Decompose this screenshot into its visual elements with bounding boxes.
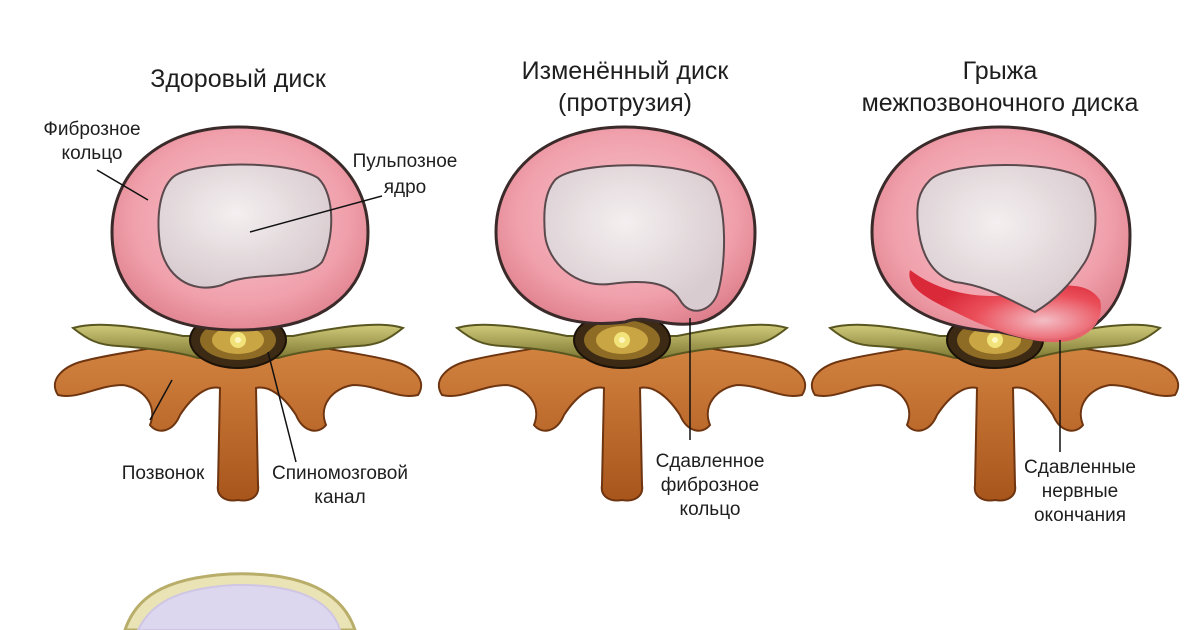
- partial-disc-bottom: [123, 572, 357, 630]
- nucleus-protrusion: [543, 164, 726, 312]
- label-fibrous-ring-line2: кольцо: [61, 143, 123, 164]
- label-compressed-ring-line1: Сдавленное: [655, 451, 765, 472]
- label-nucleus-line2: ядро: [383, 177, 427, 198]
- label-compressed-nerves-line1: Сдавленные: [1024, 457, 1136, 478]
- title-protrusion-line2: (протрузия): [558, 89, 692, 117]
- label-compressed-ring-line2: фиброзное: [660, 475, 760, 496]
- label-compressed-ring-line3: кольцо: [679, 499, 741, 520]
- title-healthy-disc: Здоровый диск: [150, 65, 326, 93]
- label-compressed-nerves-line2: нервные: [1041, 481, 1119, 502]
- label-vertebra: Позвонок: [121, 463, 205, 484]
- leader-fibrous: [96, 169, 149, 201]
- title-herniation-line2: межпозвоночного диска: [861, 89, 1139, 117]
- label-canal-line2: канал: [314, 487, 366, 508]
- title-protrusion-line1: Изменённый диск: [521, 57, 729, 85]
- leader-vertebra: [149, 379, 173, 421]
- label-canal-line1: Спиномозговой: [272, 463, 408, 484]
- title-herniation-line1: Грыжа: [962, 57, 1038, 85]
- leader-nucleus: [249, 195, 383, 233]
- panel-protrusion: [437, 125, 807, 502]
- label-compressed-nerves-line3: окончания: [1033, 505, 1126, 526]
- panel-herniation: [810, 125, 1180, 502]
- leader-canal: [267, 351, 297, 463]
- label-fibrous-ring-line1: Фиброзное: [43, 119, 141, 140]
- panel-healthy: [53, 125, 423, 502]
- label-nucleus-line1: Пульпозное: [352, 151, 458, 172]
- nucleus-healthy: [157, 163, 333, 289]
- nucleus-herniation: [916, 164, 1097, 314]
